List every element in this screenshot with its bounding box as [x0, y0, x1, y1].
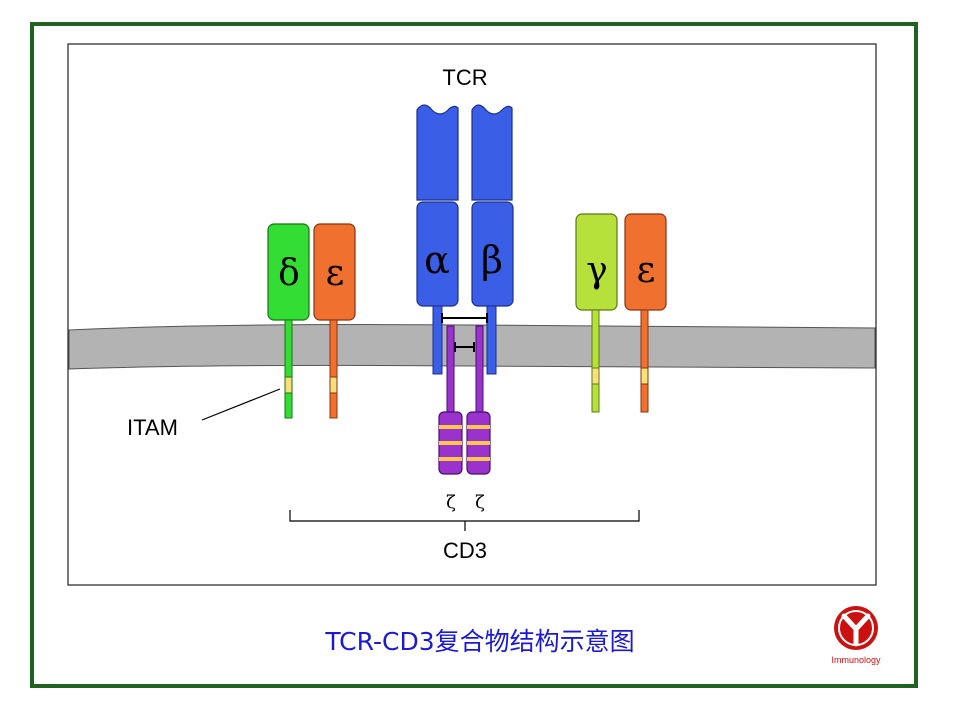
epsilon-right-label: ε — [637, 250, 656, 291]
itam-label: ITAM — [127, 415, 178, 440]
immunology-logo — [834, 606, 878, 650]
tcr-alpha-chain — [416, 104, 459, 375]
gamma-label: γ — [586, 250, 608, 291]
alpha-label: α — [424, 238, 450, 282]
itam-pointer-line — [201, 388, 281, 421]
epsilon-left-label: ε — [326, 253, 345, 294]
cd3-bracket — [289, 510, 640, 531]
cd3-delta-chain — [267, 223, 310, 419]
tcr-beta-chain — [471, 104, 514, 375]
cd3-epsilon-chain-left — [313, 223, 356, 419]
delta-label: δ — [278, 253, 300, 294]
zeta-chain-right — [466, 325, 491, 475]
zeta-chain-left — [438, 325, 463, 475]
cd3-label: CD3 — [443, 538, 487, 563]
zeta-left-label: ζ — [446, 492, 456, 513]
beta-label: β — [481, 238, 503, 282]
zeta-right-label: ζ — [475, 492, 485, 513]
tcr-label: TCR — [442, 65, 487, 90]
slide-caption: TCR-CD3复合物结构示意图 — [325, 627, 635, 656]
disulfide-bond-zeta — [454, 342, 475, 352]
cd3-gamma-chain — [575, 213, 618, 413]
disulfide-bond-tcr — [441, 313, 488, 323]
cd3-epsilon-chain-right — [624, 213, 667, 413]
logo-text: Immunology — [831, 655, 881, 665]
